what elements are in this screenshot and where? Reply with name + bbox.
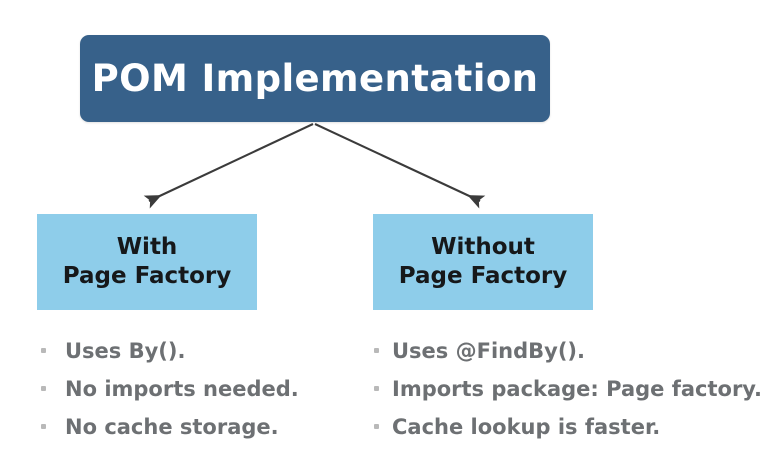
list-item: No imports needed.: [41, 379, 341, 417]
bullet-dot-icon: [41, 386, 46, 391]
list-item: Uses @FindBy().: [374, 341, 734, 379]
node-without-page-factory-line2: Page Factory: [398, 263, 568, 289]
node-with-page-factory-line1: With: [116, 233, 178, 260]
list-item-label: Imports package: Page factory.: [392, 377, 763, 401]
node-with-page-factory: With Page Factory: [37, 214, 257, 310]
bullet-dot-icon: [374, 348, 379, 353]
node-pom-implementation: POM Implementation: [80, 35, 550, 122]
list-item-label: Cache lookup is faster.: [392, 415, 661, 439]
arrow-to-without-page-factory: [314, 123, 486, 209]
list-item-label: No cache storage.: [65, 415, 279, 439]
bullet-dot-icon: [41, 348, 46, 353]
bullet-dot-icon: [41, 424, 46, 429]
list-item: No cache storage.: [41, 417, 341, 455]
arrow-to-with-page-factory: [143, 123, 314, 209]
bullet-list-with-page-factory: Uses By(). No imports needed. No cache s…: [41, 341, 341, 455]
list-item-label: Uses @FindBy().: [392, 339, 585, 363]
node-with-page-factory-line2: Page Factory: [62, 263, 232, 289]
list-item-label: No imports needed.: [65, 377, 299, 401]
list-item: Imports package: Page factory.: [374, 379, 762, 417]
bullet-list-without-page-factory: Uses @FindBy(). Imports package: Page fa…: [374, 341, 762, 455]
node-pom-implementation-label: POM Implementation: [91, 57, 539, 100]
node-without-page-factory: Without Page Factory: [373, 214, 593, 310]
list-item-label: Uses By().: [65, 339, 186, 363]
bullet-dot-icon: [374, 386, 379, 391]
list-item: Uses By().: [41, 341, 341, 379]
bullet-dot-icon: [374, 424, 379, 429]
list-item: Cache lookup is faster.: [374, 417, 734, 455]
node-without-page-factory-line1: Without: [431, 233, 535, 260]
